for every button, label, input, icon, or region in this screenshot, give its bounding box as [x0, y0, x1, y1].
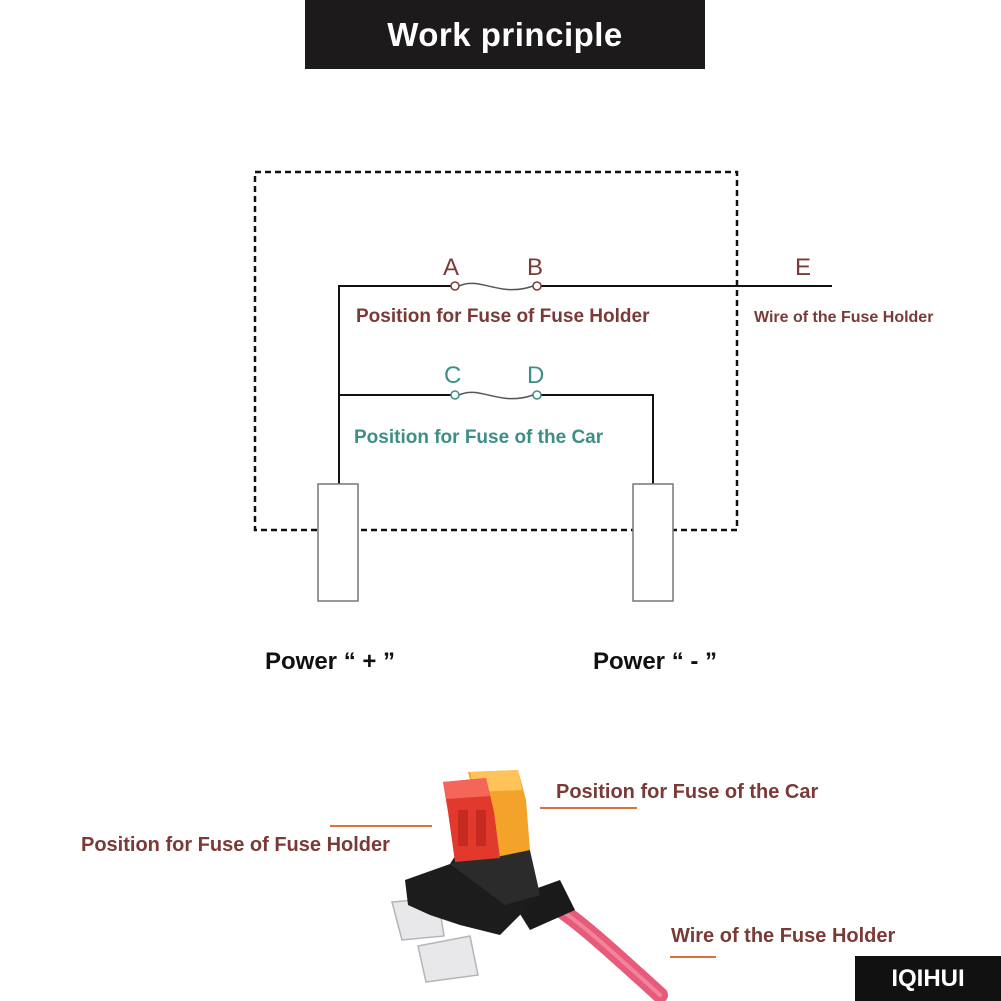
terminal-b — [532, 281, 542, 291]
title-banner: Work principle — [305, 0, 705, 69]
brand-name: IQIHUI — [891, 964, 965, 992]
point-b-label: B — [527, 254, 544, 281]
power-negative-label: Power “ - ” — [593, 648, 718, 675]
car-fuse-position-label: Position for Fuse of the Car — [354, 427, 604, 448]
terminal-c — [450, 390, 460, 400]
fuse-holder-product-illustration — [391, 770, 668, 1001]
wire-top — [338, 285, 452, 484]
terminal-d — [532, 390, 542, 400]
terminal-a — [450, 281, 460, 291]
page-title: Work principle — [387, 15, 623, 53]
brand-badge: IQIHUI — [855, 956, 1001, 1001]
blade-negative — [632, 483, 674, 602]
product-wire-label: Wire of the Fuse Holder — [671, 925, 896, 947]
product-holder-fuse-label: Position for Fuse of Fuse Holder — [81, 834, 390, 856]
point-e-label: E — [795, 254, 812, 281]
fuse-link-ab — [458, 282, 534, 291]
wire-label: Wire of the Fuse Holder — [754, 309, 934, 326]
wire-d-to-negative — [540, 394, 654, 484]
point-d-label: D — [527, 362, 545, 389]
point-a-label: A — [443, 254, 460, 281]
fuse-holder-boundary — [253, 170, 739, 532]
fuse-link-cd — [458, 391, 534, 400]
holder-fuse-position-label: Position for Fuse of Fuse Holder — [356, 306, 650, 327]
point-c-label: C — [444, 362, 462, 389]
product-car-fuse-label: Position for Fuse of the Car — [556, 781, 819, 803]
power-positive-label: Power “ + ” — [265, 648, 396, 675]
metal-blade-2 — [417, 935, 479, 983]
blade-positive — [317, 483, 359, 602]
